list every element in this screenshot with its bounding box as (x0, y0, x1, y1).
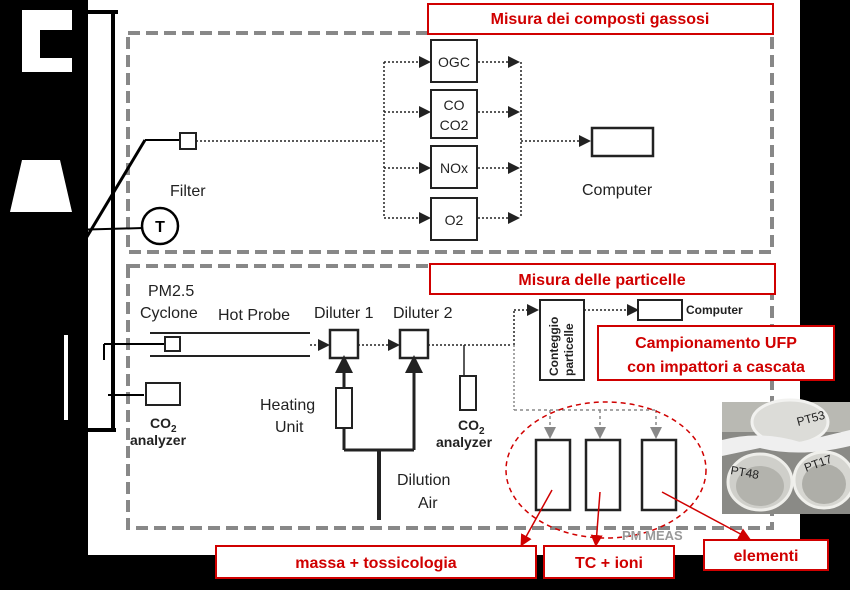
gas-title: Misura dei composti gassosi (491, 11, 710, 28)
counter-label-1: Conteggio (547, 317, 561, 376)
elements-label-box (703, 539, 829, 571)
gas-computer-label: Computer (582, 182, 653, 199)
impactor-group-ellipse (505, 401, 707, 539)
arrow-to-elements (661, 491, 751, 540)
tc-label: TC + ioni (575, 555, 643, 572)
diluter1-label: Diluter 1 (314, 305, 374, 322)
nox-analyzer (430, 145, 478, 189)
elements-label: elementi (734, 548, 799, 565)
co2-right-analyzer-label: analyzer (436, 434, 493, 450)
ufp-title-box (597, 325, 835, 381)
o2-analyzer (430, 197, 478, 241)
cyclone-label: Cyclone (140, 305, 198, 322)
particle-counter-box (539, 299, 585, 381)
impactor-1 (534, 438, 572, 512)
particle-section-frame (126, 264, 774, 530)
arrow-to-mass (520, 489, 553, 547)
co-co2-analyzer (430, 89, 478, 139)
co2-analyzer-right-box (459, 375, 477, 411)
thermocouple-label: T (155, 219, 165, 236)
counter-label-2: particelle (562, 323, 576, 376)
dilution-label-2: Air (418, 495, 438, 512)
co2-analyzer-left-box (145, 382, 181, 406)
pm-meas-label: PM MEAS (622, 528, 683, 543)
diluter1-box (328, 328, 360, 360)
probe-line (68, 139, 147, 266)
dilution-label-1: Dilution (397, 472, 450, 489)
mass-label-box (215, 545, 537, 579)
particle-title: Misura delle particelle (518, 272, 685, 289)
pm-label: PM2.5 (148, 283, 194, 300)
hot-probe-label: Hot Probe (218, 307, 290, 324)
impactor-distribution (514, 409, 662, 439)
cyclone-box (164, 336, 181, 352)
stack-apparatus (0, 0, 120, 585)
filter-photo: PT53 PT48 PT17 (722, 398, 850, 514)
co2-left-analyzer-label: analyzer (130, 432, 187, 448)
ufp-title-1: Campionamento UFP (635, 335, 797, 352)
hood-shape (10, 160, 72, 212)
filter-box (179, 132, 197, 150)
co-label: CO (444, 97, 465, 113)
co2-left-label: CO2 (150, 415, 177, 435)
gas-distribution (196, 56, 591, 224)
particle-computer-label: Computer (686, 303, 743, 317)
gas-computer-box (590, 126, 655, 158)
impactor-2 (584, 438, 622, 512)
diluter2-label: Diluter 2 (393, 305, 453, 322)
co2-right-label: CO2 (458, 417, 485, 437)
heating-label-1: Heating (260, 397, 315, 414)
co2-label: CO2 (440, 117, 469, 133)
filter-label: Filter (170, 183, 206, 200)
particle-title-box (429, 263, 776, 295)
mass-label: massa + tossicologia (295, 555, 457, 572)
particle-computer-box (637, 299, 683, 321)
heating-label-2: Unit (275, 419, 304, 436)
impactor-3 (640, 438, 678, 512)
gas-title-box (427, 3, 774, 35)
ogc-analyzer (430, 39, 478, 83)
ufp-title-2: con impattori a cascata (627, 359, 805, 376)
thermocouple (140, 206, 180, 246)
photo-label-pt48: PT48 (729, 463, 760, 482)
heating-unit-box (335, 387, 353, 429)
tc-label-box (543, 545, 675, 579)
o2-label: O2 (445, 212, 464, 228)
diluter2-box (398, 328, 430, 360)
ogc-label: OGC (438, 54, 470, 70)
arrow-to-tc (590, 491, 603, 547)
nox-label: NOx (440, 160, 468, 176)
